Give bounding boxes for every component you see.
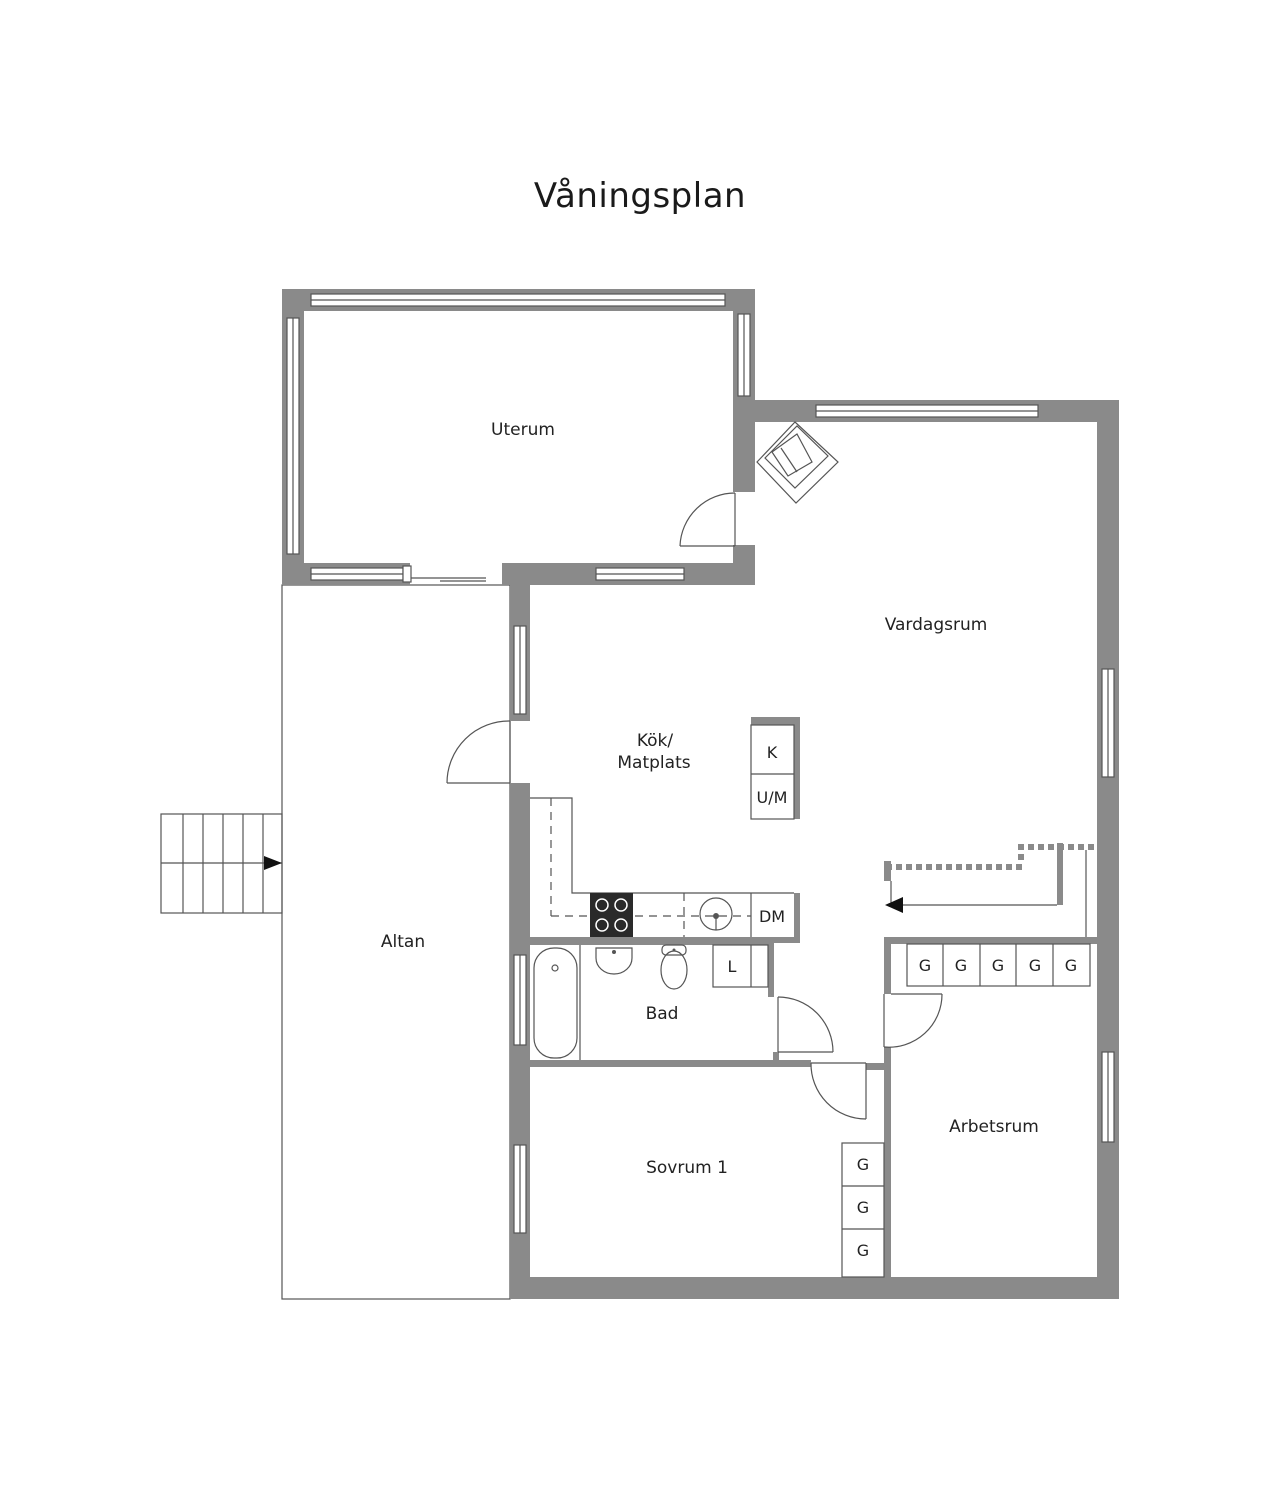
room-label-uterum: Uterum <box>491 420 555 440</box>
closet-label: G <box>955 956 967 975</box>
hob-icon <box>590 893 633 937</box>
bathroom-fixtures <box>533 944 769 1060</box>
closet-label: G <box>919 956 931 975</box>
room-label-matplats: Matplats <box>617 753 690 773</box>
closet-label: G <box>1065 956 1077 975</box>
room-label-altan: Altan <box>381 932 425 952</box>
walls <box>282 289 1119 1299</box>
linen-closet-label: L <box>728 957 737 976</box>
freezer-label: U/M <box>757 788 788 807</box>
stairwell <box>885 850 1087 937</box>
closet-label: G <box>992 956 1004 975</box>
closet-label: G <box>857 1198 869 1217</box>
washbasin-icon <box>595 947 633 975</box>
toilet-icon <box>660 950 688 990</box>
bedroom-wardrobes <box>841 1142 885 1278</box>
room-label-sovrum: Sovrum 1 <box>646 1158 728 1178</box>
room-label-vardagsrum: Vardagsrum <box>885 615 988 635</box>
closet-label: G <box>1029 956 1041 975</box>
stair-arrow-icon <box>264 856 282 870</box>
closet-label: G <box>857 1155 869 1174</box>
doors <box>446 492 943 1120</box>
fireplace <box>756 421 839 504</box>
kitchen-island <box>750 724 795 820</box>
bathtub-icon <box>533 947 578 1059</box>
stair-edge <box>886 844 1094 870</box>
windows <box>286 293 1115 1234</box>
room-label-arbetsrum: Arbetsrum <box>949 1117 1039 1137</box>
closet-label: G <box>857 1241 869 1260</box>
room-label-kok: Kök/ <box>637 731 674 751</box>
room-label-bad: Bad <box>646 1004 679 1024</box>
office-wardrobes <box>906 943 1091 987</box>
fridge-label: K <box>767 743 778 762</box>
plan-title: Våningsplan <box>533 176 747 216</box>
stair-direction-arrow-icon <box>885 897 903 913</box>
dishwasher-label: DM <box>759 907 785 926</box>
kitchen-counter <box>530 797 794 937</box>
entrance-stairs <box>160 813 283 914</box>
